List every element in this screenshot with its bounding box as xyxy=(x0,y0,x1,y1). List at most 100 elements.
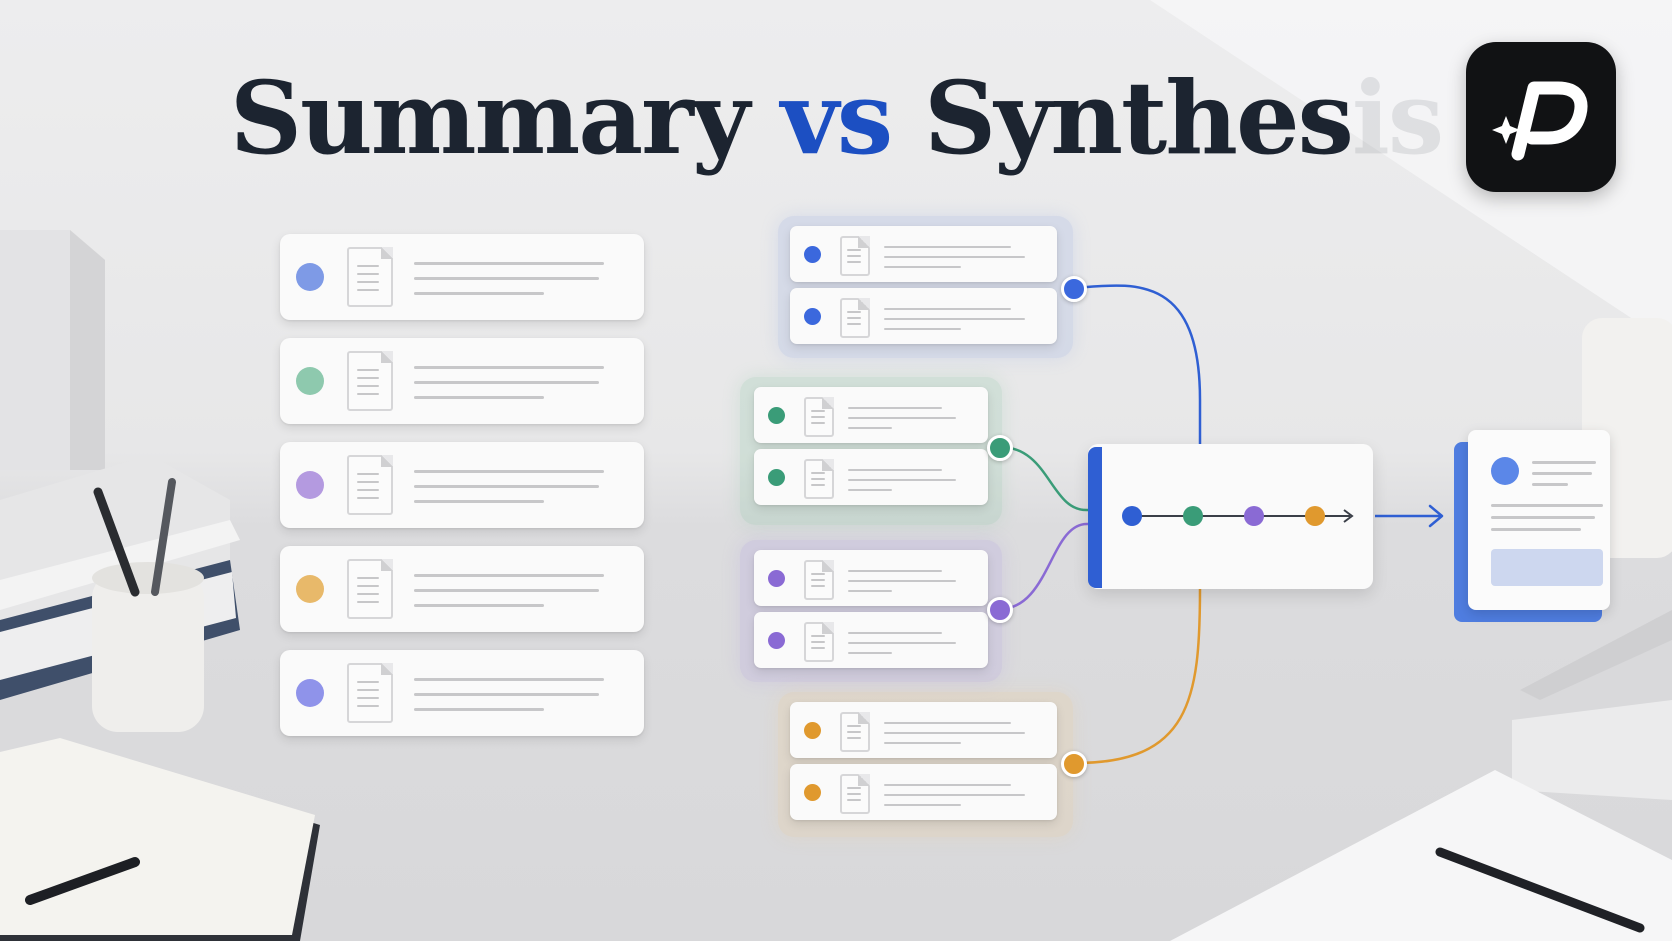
synthesis-text-line xyxy=(884,328,961,330)
doc-line xyxy=(357,577,379,579)
synthesis-text-line xyxy=(848,642,956,644)
doc-line xyxy=(811,647,825,649)
summary-text-line xyxy=(414,366,604,369)
doc-line xyxy=(357,289,379,291)
document-icon xyxy=(840,236,870,276)
doc-line xyxy=(847,731,861,733)
document-icon xyxy=(347,455,393,515)
synthesis-text-line xyxy=(884,804,961,806)
page-title: Summary vs Synthesis xyxy=(0,58,1672,178)
connector-green xyxy=(998,445,1089,512)
grid-paper xyxy=(1170,770,1672,941)
doc-line xyxy=(357,393,379,395)
arrow-right-icon xyxy=(1343,509,1354,523)
title-vs: vs xyxy=(780,59,893,177)
doc-line xyxy=(357,689,379,691)
synthesis-card xyxy=(790,764,1057,820)
synthesis-card-dot xyxy=(804,784,821,801)
connector-purple xyxy=(998,522,1089,611)
synthesis-card-dot xyxy=(804,308,821,325)
summary-text-line xyxy=(414,604,544,607)
summary-text-line xyxy=(414,693,599,696)
synthesis-text-line xyxy=(848,632,942,634)
synthesis-text-line xyxy=(884,256,1025,258)
output-line xyxy=(1491,504,1603,507)
doc-line xyxy=(357,369,379,371)
synthesis-card-dot xyxy=(768,407,785,424)
synthesis-group-node xyxy=(987,597,1013,623)
synthesis-group-node xyxy=(1061,751,1087,777)
summary-text-line xyxy=(414,708,544,711)
synthesis-card xyxy=(790,226,1057,282)
title-synthesis: Synthes xyxy=(924,59,1354,177)
synthesis-text-line xyxy=(848,590,892,592)
doc-line xyxy=(357,281,379,283)
summary-text-line xyxy=(414,589,599,592)
doc-line xyxy=(357,705,379,707)
synthesis-card xyxy=(754,449,988,505)
synthesis-text-line xyxy=(884,784,1011,786)
document-icon xyxy=(840,298,870,338)
doc-line xyxy=(357,497,379,499)
synthesis-group-node xyxy=(987,435,1013,461)
synthesis-group-node xyxy=(1061,276,1087,302)
output-line xyxy=(1532,483,1568,486)
doc-line xyxy=(847,323,861,325)
doc-line xyxy=(357,593,379,595)
synthesis-text-line xyxy=(848,479,956,481)
synthesis-card xyxy=(754,550,988,606)
synthesis-text-line xyxy=(848,407,942,409)
synthesis-card xyxy=(790,702,1057,758)
doc-line xyxy=(847,787,861,789)
doc-line xyxy=(357,601,379,603)
synthesis-text-line xyxy=(884,246,1011,248)
synthesis-node-accent xyxy=(1088,447,1102,588)
doc-line xyxy=(811,635,825,637)
doc-line xyxy=(357,481,379,483)
summary-text-line xyxy=(414,262,604,265)
synthesis-text-line xyxy=(884,742,961,744)
doc-line xyxy=(811,641,825,643)
doc-line xyxy=(357,265,379,267)
doc-line xyxy=(811,472,825,474)
doc-line xyxy=(811,410,825,412)
summary-text-line xyxy=(414,485,599,488)
document-icon xyxy=(347,247,393,307)
output-arrow-icon xyxy=(1428,504,1444,528)
output-line xyxy=(1491,516,1595,519)
document-icon xyxy=(804,459,834,499)
output-line xyxy=(1532,472,1592,475)
doc-line xyxy=(847,317,861,319)
doc-line xyxy=(847,799,861,801)
summary-text-line xyxy=(414,574,604,577)
doc-line xyxy=(357,385,379,387)
doc-line xyxy=(811,484,825,486)
doc-line xyxy=(847,249,861,251)
synthesis-card-dot xyxy=(768,469,785,486)
summary-color-dot xyxy=(296,575,324,603)
doc-line xyxy=(357,273,379,275)
doc-line xyxy=(811,585,825,587)
summary-text-line xyxy=(414,678,604,681)
pen-cup xyxy=(92,572,204,732)
synthesis-text-line xyxy=(848,417,956,419)
output-highlight-block xyxy=(1491,549,1603,586)
synthesis-text-line xyxy=(884,732,1025,734)
doc-line xyxy=(847,725,861,727)
doc-line xyxy=(811,422,825,424)
synthesis-card xyxy=(754,387,988,443)
synthesis-card xyxy=(754,612,988,668)
synthesis-card-dot xyxy=(804,246,821,263)
doc-line xyxy=(811,416,825,418)
document-icon xyxy=(804,397,834,437)
synthesis-text-line xyxy=(848,469,942,471)
synthesis-step-dot xyxy=(1122,506,1142,526)
document-icon xyxy=(804,622,834,662)
summary-color-dot xyxy=(296,471,324,499)
summary-text-line xyxy=(414,396,544,399)
connector-blue xyxy=(1072,284,1202,446)
synthesis-card-dot xyxy=(804,722,821,739)
